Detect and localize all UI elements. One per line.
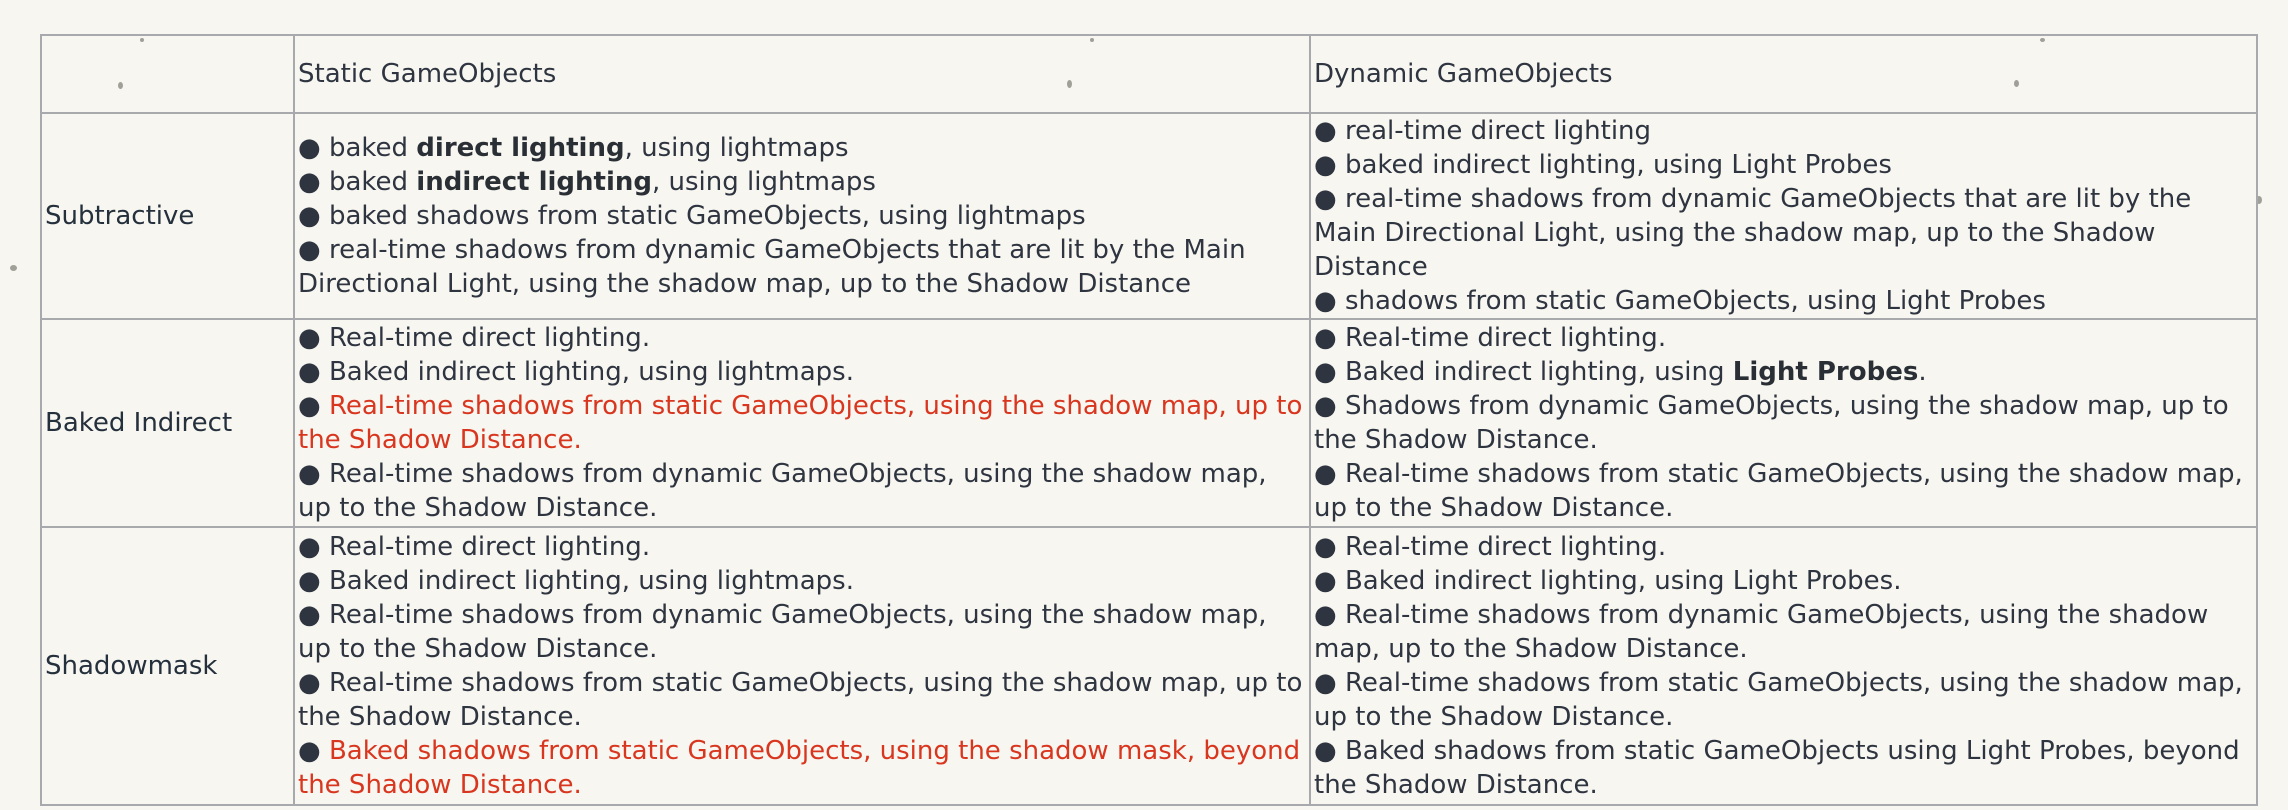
item-bold-text: Light Probes	[1732, 357, 1919, 387]
item-text: Baked shadows from static GameObjects, u…	[298, 736, 1301, 800]
list-item: ● real-time shadows from dynamic GameObj…	[1314, 184, 2192, 282]
table-row-subtractive: Subtractive ● baked direct lighting, usi…	[40, 112, 2258, 320]
item-text: Real-time shadows from static GameObject…	[298, 391, 1303, 455]
list-item: ● Shadows from dynamic GameObjects, usin…	[1314, 391, 2229, 455]
list-item: ● Real-time shadows from dynamic GameObj…	[298, 459, 1267, 523]
list-item: ● baked direct lighting, using lightmaps	[298, 131, 1306, 165]
list-item: ● Real-time shadows from static GameObje…	[1314, 668, 2243, 732]
item-bold-text: indirect lighting	[416, 167, 652, 197]
list-item: ● Real-time direct lighting.	[298, 532, 651, 562]
list-item: ● Baked indirect lighting, using Light P…	[1314, 355, 2253, 389]
list-item: ● real-time shadows from dynamic GameObj…	[298, 235, 1246, 299]
list-item-highlighted: ● Real-time shadows from static GameObje…	[298, 389, 1306, 457]
mode-label-subtractive: Subtractive	[40, 112, 295, 320]
list-item: ● Baked shadows from static GameObjects …	[1314, 736, 2240, 800]
list-item: ● real-time direct lighting	[1314, 116, 1652, 146]
mode-label-shadowmask: Shadowmask	[40, 526, 295, 806]
subtractive-dynamic-cell: ● real-time direct lighting ● baked indi…	[1309, 112, 2258, 320]
subtractive-static-cell: ● baked direct lighting, using lightmaps…	[293, 112, 1311, 320]
item-text: ● Baked indirect lighting, using	[1314, 357, 1733, 387]
table-row-baked-indirect: Baked Indirect ● Real-time direct lighti…	[40, 318, 2258, 528]
item-text-rest: .	[1918, 357, 1927, 387]
list-item: ● Real-time direct lighting.	[1314, 323, 1667, 353]
list-item: ● Baked indirect lighting, using lightma…	[298, 566, 854, 596]
header-dynamic-gameobjects: Dynamic GameObjects	[1309, 34, 2258, 114]
list-item: ● shadows from static GameObjects, using…	[1314, 286, 2046, 316]
item-text: ● baked	[298, 133, 417, 163]
item-text-rest: , using lightmaps	[624, 133, 849, 163]
list-item: ● Baked indirect lighting, using lightma…	[298, 357, 854, 387]
baked-indirect-static-cell: ● Real-time direct lighting. ● Baked ind…	[293, 318, 1311, 528]
list-item: ● Real-time shadows from static GameObje…	[1314, 459, 2243, 523]
header-static-gameobjects: Static GameObjects	[293, 34, 1311, 114]
baked-indirect-dynamic-cell: ● Real-time direct lighting. ● Baked ind…	[1309, 318, 2258, 528]
list-item: ● Real-time shadows from static GameObje…	[298, 668, 1303, 732]
paper-speck	[2256, 196, 2262, 204]
shadowmask-dynamic-cell: ● Real-time direct lighting. ● Baked ind…	[1309, 526, 2258, 806]
item-bold-text: direct lighting	[416, 133, 625, 163]
table-row-shadowmask: Shadowmask ● Real-time direct lighting. …	[40, 526, 2258, 806]
list-item: ● Baked indirect lighting, using Light P…	[1314, 566, 1902, 596]
bullet-icon: ●	[298, 391, 329, 421]
list-item: ● Real-time direct lighting.	[1314, 532, 1667, 562]
item-text: ● baked	[298, 167, 417, 197]
mode-label-baked-indirect: Baked Indirect	[40, 318, 295, 528]
lighting-modes-table: Static GameObjects Dynamic GameObjects S…	[40, 34, 2258, 806]
header-corner-cell	[40, 34, 295, 114]
list-item: ● baked indirect lighting, using lightma…	[298, 165, 1306, 199]
list-item: ● Real-time shadows from dynamic GameObj…	[298, 600, 1267, 664]
list-item-highlighted: ● Baked shadows from static GameObjects,…	[298, 734, 1306, 802]
item-text-rest: , using lightmaps	[652, 167, 876, 197]
list-item: ● baked indirect lighting, using Light P…	[1314, 150, 1892, 180]
bullet-icon: ●	[298, 736, 329, 766]
table-header-row: Static GameObjects Dynamic GameObjects	[40, 34, 2258, 114]
paper-speck	[10, 265, 17, 271]
shadowmask-static-cell: ● Real-time direct lighting. ● Baked ind…	[293, 526, 1311, 806]
list-item: ● Real-time direct lighting.	[298, 323, 651, 353]
list-item: ● Real-time shadows from dynamic GameObj…	[1314, 600, 2209, 664]
list-item: ● baked shadows from static GameObjects,…	[298, 201, 1086, 231]
